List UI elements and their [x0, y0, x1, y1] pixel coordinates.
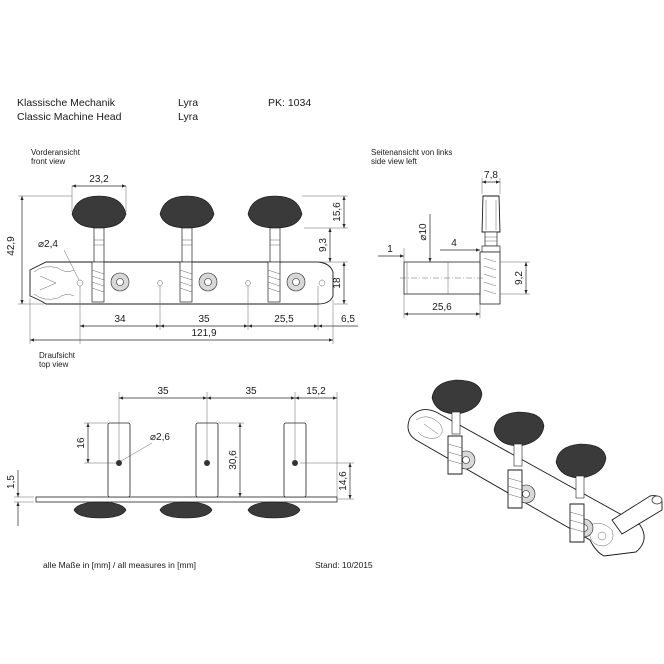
title-english: Classic Machine Head: [17, 111, 122, 123]
front-tuner-1: [71, 195, 130, 303]
front-tuner-2: [159, 195, 218, 303]
units-note: alle Maße in [mm] / all measures in [mm]: [43, 560, 197, 570]
dim-hole-front: ⌀2,4: [38, 239, 58, 250]
revision-date: Stand: 10/2015: [315, 560, 373, 570]
dim-roller-length: 25,6: [432, 302, 452, 313]
dim-span-3: 25,5: [274, 314, 294, 325]
dim-roller-height: 30,6: [228, 450, 239, 470]
dim-plate-height: 18: [332, 277, 343, 289]
top-button-1: [73, 501, 127, 519]
side-view: 7,8 ⌀10 1 4 25,6 9,2: [378, 170, 530, 318]
dim-plate-thickness: 1,5: [6, 475, 17, 489]
title-german: Klassische Mechanik: [17, 97, 116, 109]
dim-lip: 1: [387, 244, 393, 255]
dim-end-offset: 15,2: [306, 386, 326, 397]
dim-shoulder: 4: [451, 238, 457, 249]
dim-end: 6,5: [341, 314, 355, 325]
top-view-label-de: Draufsicht: [39, 351, 76, 360]
dim-width-top: 7,8: [484, 170, 498, 181]
top-plate: [35, 496, 338, 503]
dim-post-offset: 9,3: [318, 238, 329, 252]
side-view-label-de: Seitenansicht von links: [371, 148, 453, 157]
product-code: PK: 1034: [268, 97, 312, 109]
dim-pitch-2: 35: [245, 386, 257, 397]
dim-side-height: 9,2: [514, 271, 525, 285]
top-view: 35 35 15,2 ⌀2,6 16 30,6 1,5 14,6: [6, 386, 354, 526]
isometric-view: [407, 379, 663, 557]
dim-total-length: 121,9: [191, 328, 216, 339]
dim-button-width: 23,2: [89, 174, 109, 185]
dim-button-height: 15,6: [332, 202, 343, 222]
model-name: Lyra: [178, 97, 199, 109]
iso-button-2: [493, 411, 545, 447]
dim-left-height: 16: [76, 437, 87, 449]
side-view-label-en: side view left: [371, 157, 417, 166]
front-view-label-de: Vorderansicht: [31, 148, 80, 157]
dim-right-height: 14,6: [338, 471, 349, 491]
iso-button-3: [555, 443, 607, 479]
dim-roller-diameter: ⌀10: [418, 223, 429, 241]
side-button: [481, 195, 501, 233]
dim-total-height: 42,9: [6, 236, 17, 256]
dim-span-2: 35: [198, 314, 210, 325]
top-button-3: [247, 501, 301, 519]
model-name-second: Lyra: [178, 111, 199, 123]
front-view-label-en: front view: [31, 157, 66, 166]
front-view: 23,2 42,9 ⌀2,4 15,6 9,3 18 34 35: [6, 174, 358, 344]
front-tuner-3: [247, 195, 306, 303]
iso-button-1: [431, 379, 483, 415]
top-button-2: [159, 501, 213, 519]
lyre-ornament: [33, 266, 326, 300]
dim-pitch-1: 35: [157, 386, 169, 397]
dim-hole-top: ⌀2,6: [150, 432, 170, 443]
dim-span-1: 34: [114, 314, 126, 325]
top-view-label-en: top view: [39, 360, 69, 369]
